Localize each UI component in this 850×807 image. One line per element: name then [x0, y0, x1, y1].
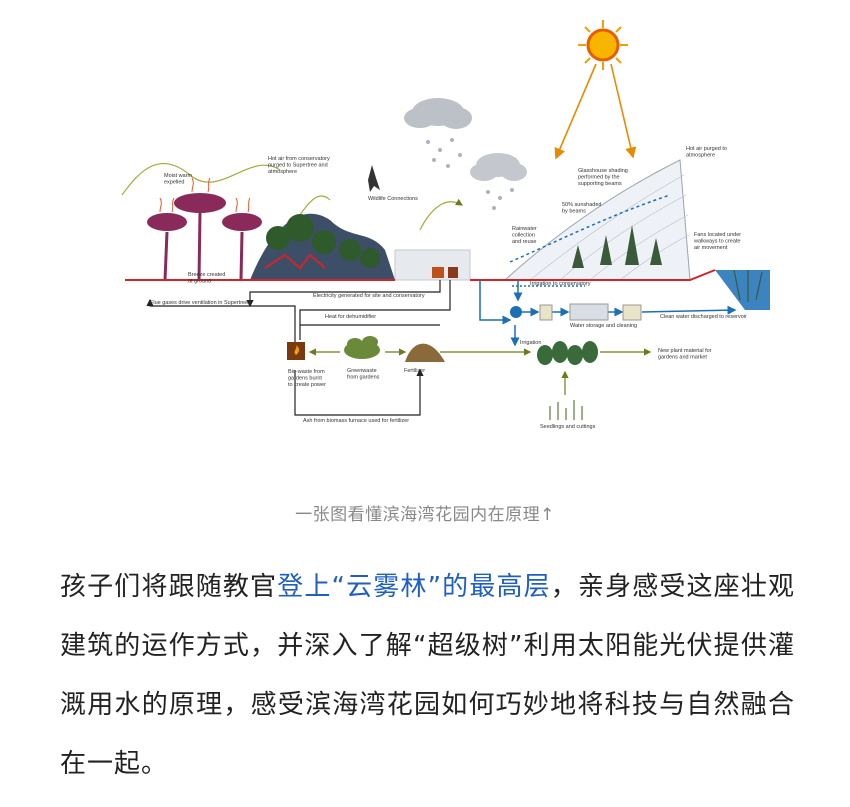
- label-line: New plant material for: [658, 348, 712, 354]
- rain-cloud-small-icon: [470, 153, 527, 210]
- power-unit-icon-2: [448, 267, 458, 278]
- label-electricity: Electricity generated for site and conse…: [313, 293, 425, 299]
- label-line: Clean water discharged to reservoir: [660, 314, 747, 320]
- label-line: gardens burnt: [288, 376, 322, 382]
- label-line: walkways to create: [693, 239, 740, 245]
- filter-tank-2: [622, 304, 642, 321]
- label-line: Water storage and cleaning: [570, 323, 637, 329]
- ground-line: [125, 269, 716, 281]
- label-water-storage: Water storage and cleaning: [570, 323, 637, 329]
- label-line: Bio-waste from: [288, 369, 325, 375]
- label-line: to create power: [288, 382, 326, 388]
- label-line: Greenwaste: [347, 368, 377, 374]
- label-line: Electricity generated for site and conse…: [313, 293, 425, 299]
- label-line: collection: [512, 233, 535, 239]
- label-line: Moist warm: [164, 173, 193, 179]
- label-line: and reuse: [512, 239, 536, 245]
- label-line: from gardens: [347, 375, 380, 381]
- sun-icon: [578, 20, 628, 70]
- label-irrigation: Irrigation: [520, 340, 541, 346]
- label-line: Fans located under: [694, 232, 741, 238]
- label-line: Hot air from conservatory: [268, 156, 330, 162]
- conservatory-dome: [503, 159, 691, 281]
- label-clean-water: Clean water discharged to reservoir: [660, 314, 747, 320]
- forest-hill-illustration: [250, 213, 395, 280]
- reed-plants-icon: [733, 269, 763, 302]
- rain-cloud-icon: [404, 98, 472, 168]
- article-paragraph: 孩子们将跟随教官登上“云雾林”的最高层，亲身感受这座壮观建筑的运作方式，并深入了…: [60, 558, 795, 794]
- label-line: Seedlings and cuttings: [540, 424, 596, 430]
- label-line: Irrigation to conservatory: [530, 281, 591, 287]
- bird-icon: [368, 165, 380, 192]
- growth-flow-arrows: [308, 348, 652, 395]
- label-line: Flue gases drive ventilation in Supertre…: [150, 300, 251, 306]
- label-line: Glasshouse shading: [578, 168, 628, 174]
- article-text-part2: ，亲身感受这座壮观建筑的运作方式，并深入了解“超级树”利用太阳能光伏提供灌溉用水…: [60, 572, 795, 779]
- label-line: at ground: [188, 279, 211, 285]
- greenwaste-plants-icon: [344, 336, 380, 359]
- water-storage-tank: [569, 303, 609, 321]
- label-line: Wildlife Connections: [368, 196, 418, 202]
- label-line: expelled: [164, 180, 185, 186]
- new-plants-icon: [537, 341, 598, 365]
- label-line: gardens and market: [658, 355, 707, 361]
- label-wildlife: Wildlife Connections: [368, 196, 418, 202]
- label-line: performed by the: [578, 175, 620, 181]
- label-fertilizer: Fertilizer: [404, 368, 425, 374]
- label-line: purged to Supertree and: [268, 163, 328, 169]
- pump-icon: [510, 306, 522, 318]
- label-line: Ash from biomass furnace used for fertil…: [303, 418, 409, 424]
- label-line: Breeze created: [188, 272, 225, 278]
- label-seedlings: Seedlings and cuttings: [540, 424, 596, 430]
- label-line: 50% sunshaded: [562, 202, 601, 208]
- label-line: Hot air purged to: [686, 146, 727, 152]
- energy-flow-lines: [146, 280, 451, 416]
- flame-icon: [294, 345, 299, 355]
- water-flow-arrows: [479, 194, 737, 347]
- article-text-part1: 孩子们将跟随教官: [60, 572, 278, 602]
- label-heat-dehumidifier: Heat for dehumidifier: [325, 314, 376, 320]
- label-ash: Ash from biomass furnace used for fertil…: [303, 418, 409, 424]
- sun-ray-arrows: [554, 63, 637, 160]
- label-line: atmosphere: [268, 169, 297, 175]
- label-line: Heat for dehumidifier: [325, 314, 376, 320]
- label-line: Irrigation: [520, 340, 541, 346]
- label-line: supporting beams: [578, 181, 622, 187]
- fertilizer-pile-icon: [405, 343, 445, 362]
- label-line: Fertilizer: [404, 368, 425, 374]
- seedlings-icon: [549, 400, 583, 420]
- label-irrigation-conservatory: Irrigation to conservatory: [530, 281, 591, 287]
- label-line: Rainwater: [512, 226, 537, 232]
- label-line: atmosphere: [686, 153, 715, 159]
- image-caption: 一张图看懂滨海湾花园内在原理↑: [295, 505, 555, 525]
- filter-tank-1: [539, 304, 553, 321]
- air-flow-arrows: [121, 162, 464, 231]
- power-unit-icon: [432, 267, 444, 278]
- label-line: air movement: [694, 245, 728, 251]
- label-flue-gases: Flue gases drive ventilation in Supertre…: [150, 300, 251, 306]
- label-line: by beams: [562, 209, 586, 215]
- article-highlight-link[interactable]: 登上“云雾林”的最高层: [277, 572, 551, 602]
- supertrees-illustration: [147, 177, 262, 281]
